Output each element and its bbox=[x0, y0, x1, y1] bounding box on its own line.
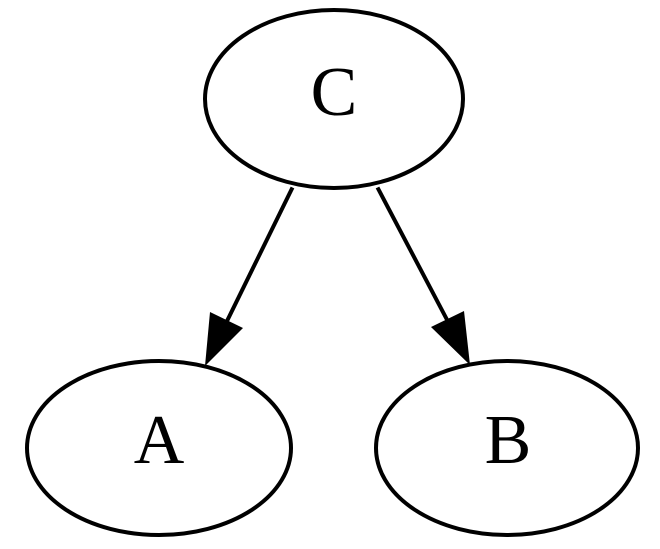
edge-c-to-b-arrowhead-icon bbox=[431, 311, 470, 365]
node-c-ellipse bbox=[203, 8, 465, 190]
node-a-ellipse bbox=[25, 359, 293, 537]
edge-c-to-b[interactable] bbox=[375, 186, 471, 366]
edge-c-to-a-arrowhead-icon bbox=[205, 312, 243, 366]
edge-c-to-a[interactable] bbox=[205, 186, 295, 367]
edge-c-to-b-line bbox=[375, 186, 462, 345]
node-a-label: A bbox=[134, 402, 185, 479]
node-c-label: C bbox=[311, 54, 358, 131]
edge-c-to-a-line bbox=[213, 186, 295, 346]
node-b-label: B bbox=[485, 402, 532, 479]
node-b[interactable]: B bbox=[374, 359, 640, 537]
node-c[interactable]: C bbox=[203, 8, 465, 190]
node-b-ellipse bbox=[374, 359, 640, 537]
node-a[interactable]: A bbox=[25, 359, 293, 537]
